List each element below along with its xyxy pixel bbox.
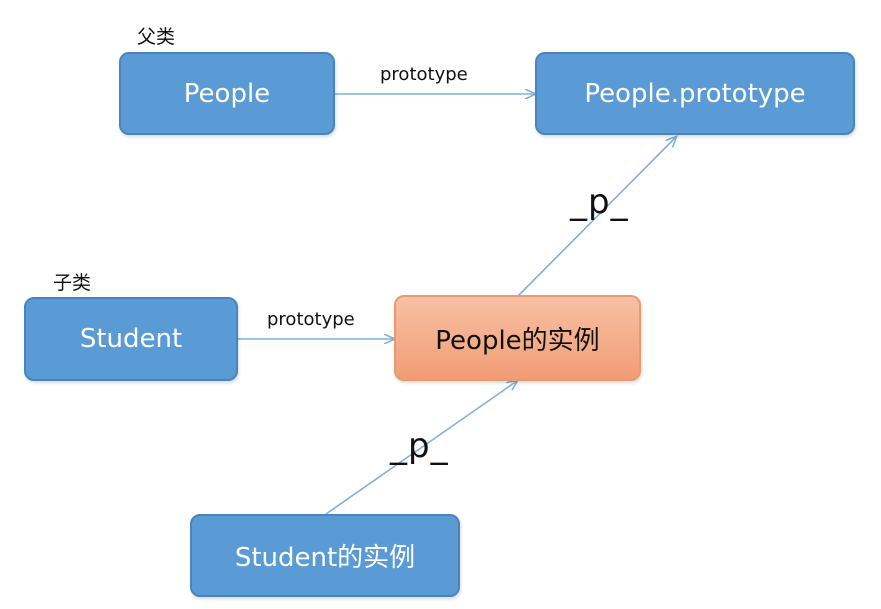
edge-label-student-instance-proto: _p_ (390, 426, 449, 466)
edge-label-student-prototype: prototype (267, 309, 355, 330)
node-people-instance: People的实例 (394, 295, 641, 381)
child-class-caption: 子类 (53, 272, 92, 294)
arrow-people-instance-to-prototype (517, 137, 676, 297)
node-student-instance: Student的实例 (190, 514, 460, 597)
node-people-prototype: People.prototype (535, 52, 855, 135)
node-student: Student (24, 297, 238, 381)
edge-label-people-prototype: prototype (380, 64, 468, 85)
edge-label-people-instance-proto: _p_ (570, 182, 629, 222)
parent-class-caption: 父类 (137, 26, 176, 48)
node-people: People (119, 52, 335, 135)
arrow-student-instance-to-people-instance (325, 381, 517, 515)
